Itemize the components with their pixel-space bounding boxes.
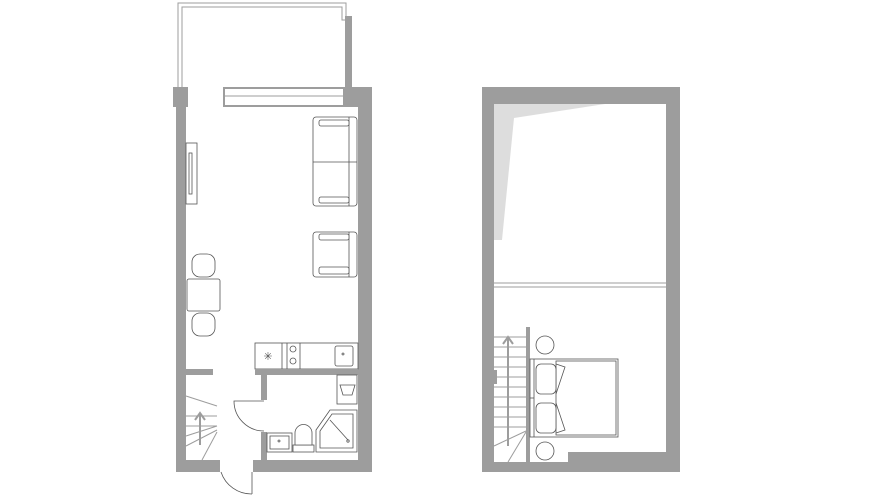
balcony-window bbox=[223, 87, 345, 107]
stair-up-arrow-icon bbox=[194, 411, 206, 445]
stair-up-arrow-icon bbox=[502, 335, 514, 446]
upper-walls bbox=[482, 87, 680, 472]
dining-set bbox=[186, 253, 221, 337]
upper-level-plan bbox=[482, 87, 680, 472]
fridge-snowflake-icon: ✳ bbox=[263, 351, 272, 363]
bathroom-door bbox=[233, 400, 265, 432]
upper-staircase bbox=[493, 327, 530, 463]
kitchen-counter: ✳ bbox=[254, 342, 359, 370]
wall-mirror bbox=[185, 142, 198, 205]
sofa bbox=[312, 116, 358, 207]
bathroom-fixtures bbox=[266, 374, 358, 453]
double-height-void bbox=[494, 104, 605, 240]
mezzanine-railing bbox=[494, 282, 666, 288]
interior-walls bbox=[186, 369, 358, 460]
exterior-walls bbox=[173, 87, 372, 472]
armchair bbox=[312, 231, 358, 278]
bed bbox=[529, 335, 619, 461]
lower-level-plan: ✳ bbox=[173, 2, 372, 495]
balcony bbox=[177, 2, 352, 88]
lower-staircase bbox=[185, 375, 218, 461]
entry-door bbox=[220, 471, 253, 495]
